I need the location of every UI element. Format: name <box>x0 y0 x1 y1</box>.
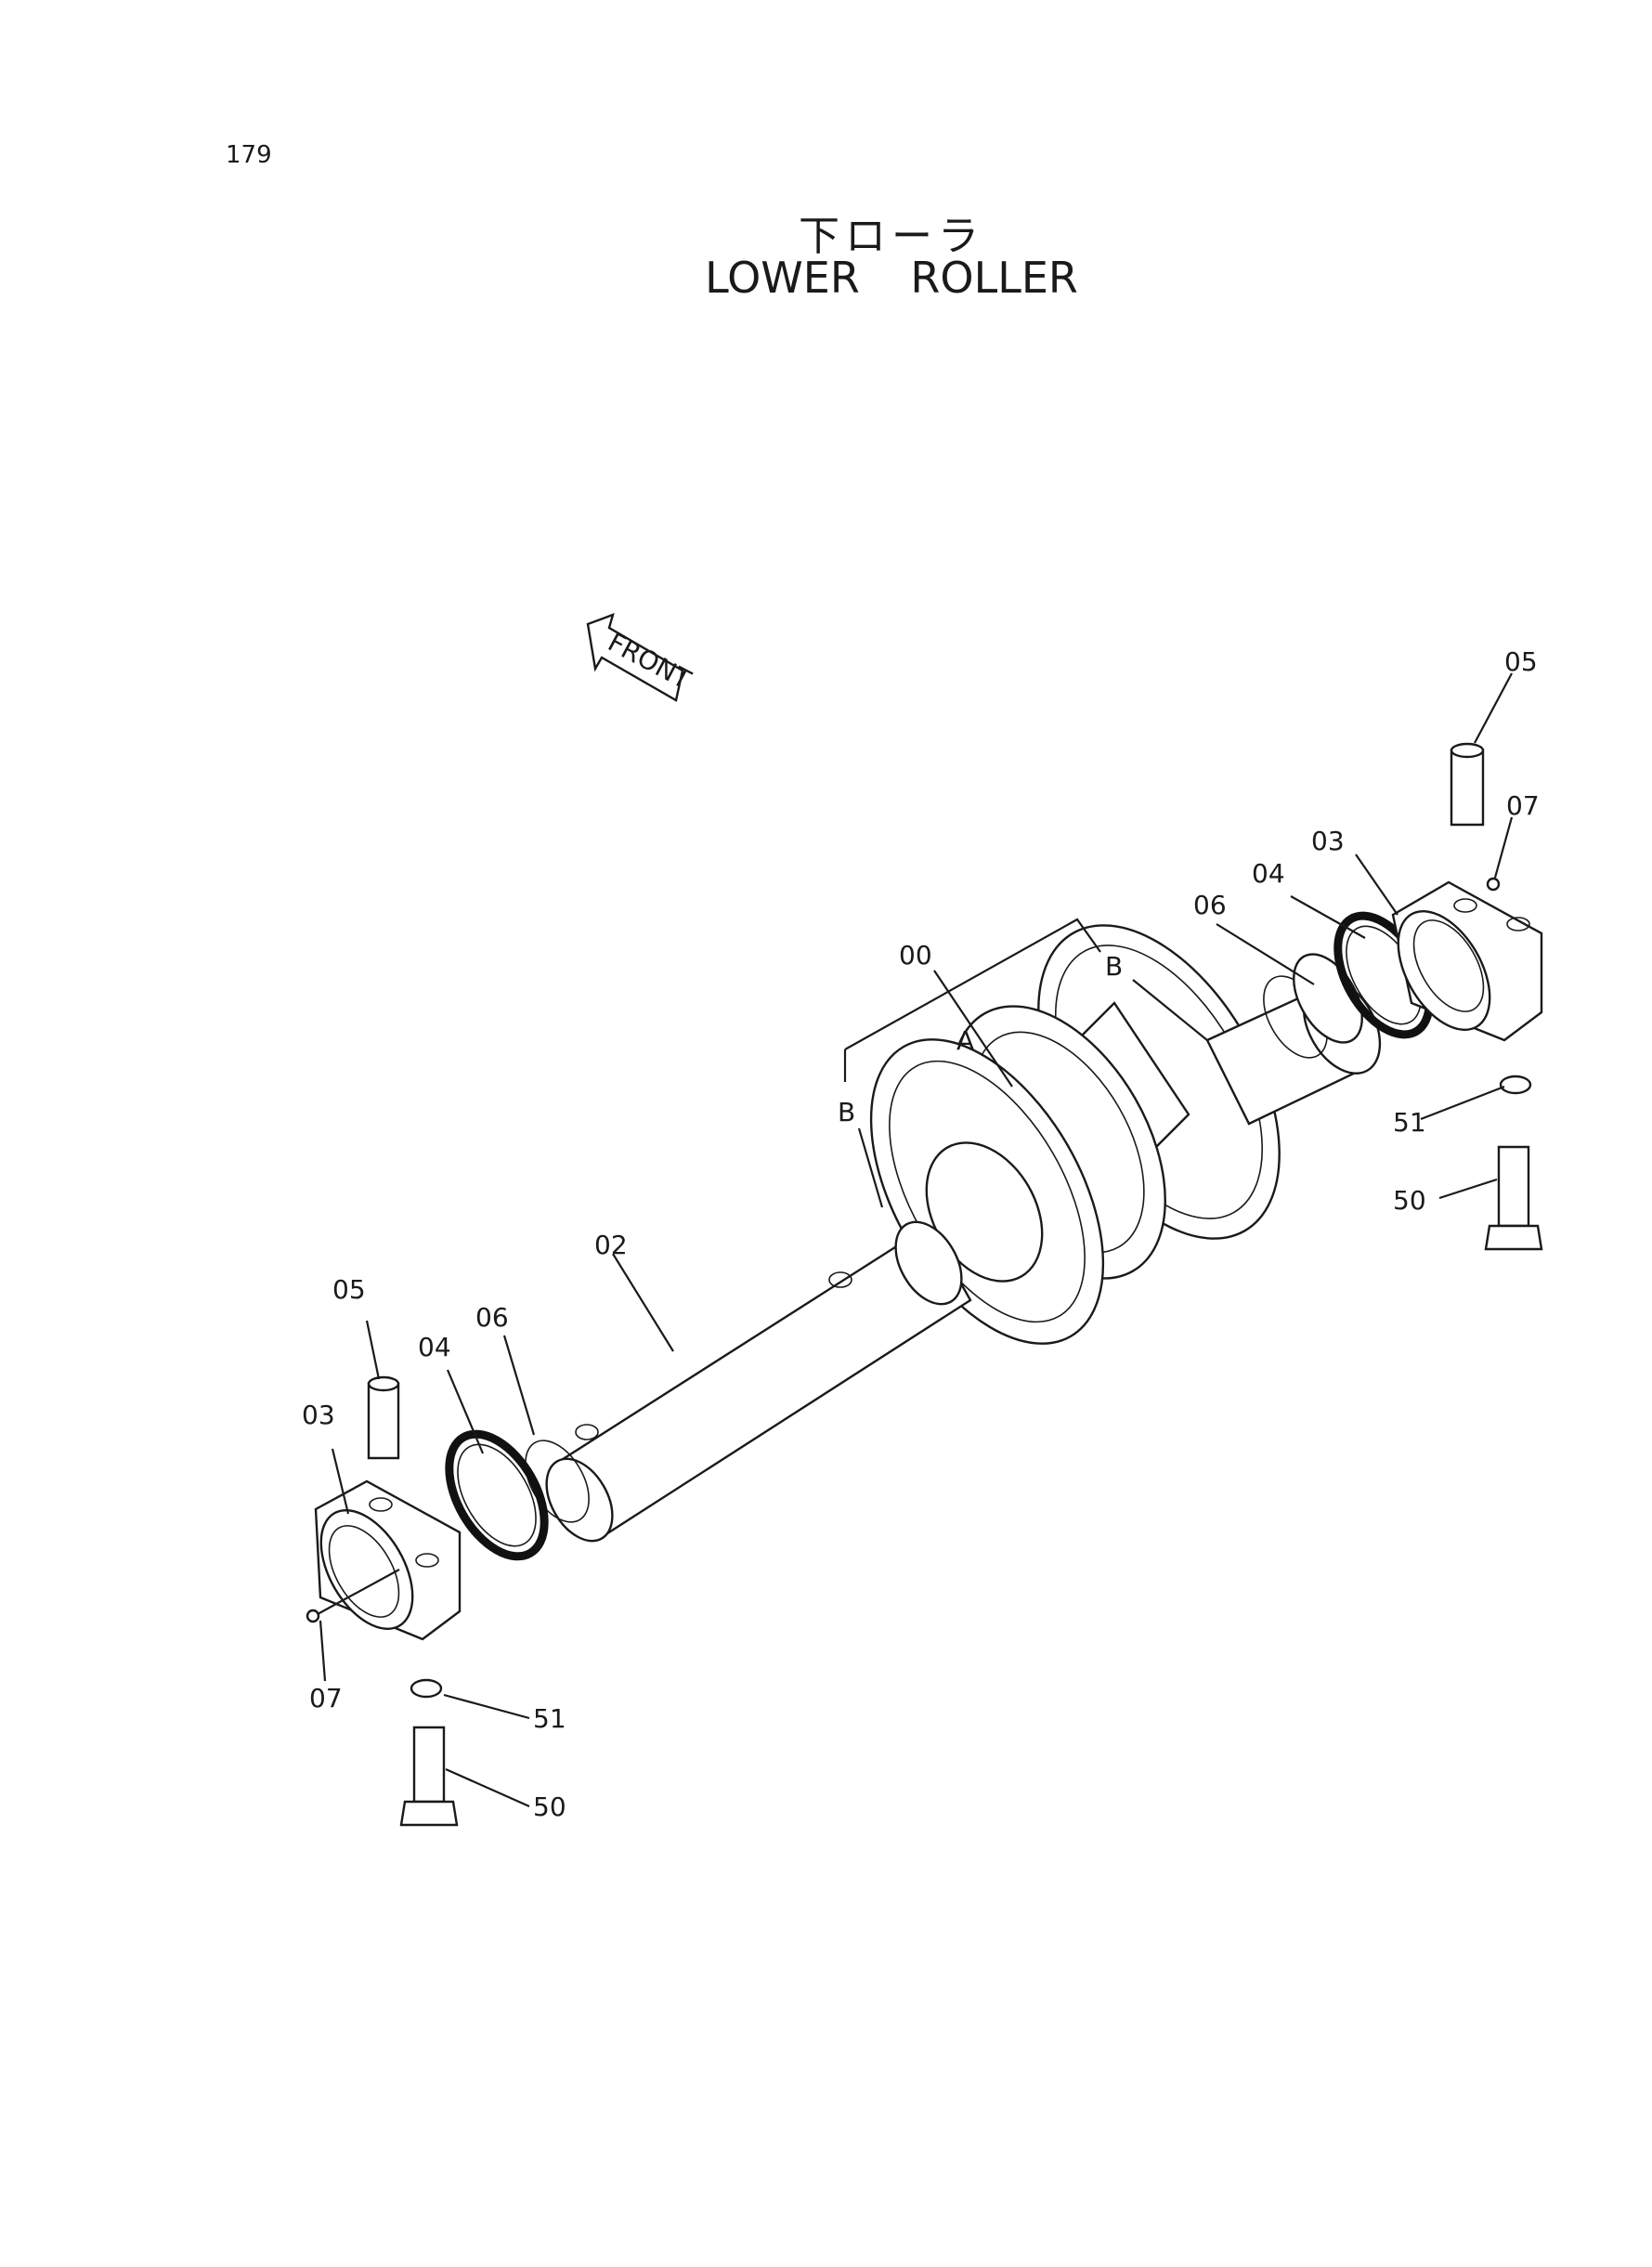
callout-center-b-left: B <box>838 1097 855 1127</box>
right-pin <box>1450 742 1485 827</box>
callout-labels: 05 07 03 04 06 00 B A B 51 50 02 05 06 0… <box>302 646 1540 1822</box>
title-english: LOWER ROLLER <box>705 253 1078 303</box>
callout-center-a: A <box>956 1025 974 1056</box>
shaft <box>545 1220 972 1543</box>
front-arrow-icon: FRONT <box>586 613 696 702</box>
callout-left-05: 05 <box>332 1274 366 1305</box>
callout-left-51: 51 <box>533 1703 566 1734</box>
left-bracket <box>314 1479 462 1641</box>
callout-right-06: 06 <box>1193 890 1227 920</box>
leader-lines <box>317 672 1514 1808</box>
callout-right-07: 07 <box>1506 790 1540 821</box>
callout-right-51: 51 <box>1393 1107 1426 1138</box>
page-number: 179 <box>226 141 272 169</box>
right-bracket <box>1391 880 1543 1042</box>
roller-body <box>869 924 1382 1345</box>
left-washer <box>410 1678 443 1699</box>
callout-left-03: 03 <box>302 1400 335 1430</box>
callout-left-50: 50 <box>533 1791 566 1822</box>
right-screw-icon <box>1486 877 1501 892</box>
title-japanese: 下ローラ <box>799 213 984 260</box>
callout-right-50: 50 <box>1393 1185 1426 1216</box>
callout-left-06: 06 <box>475 1302 509 1333</box>
callout-left-04: 04 <box>418 1332 451 1362</box>
callout-center-00: 00 <box>899 940 932 971</box>
right-bolt <box>1484 1145 1543 1251</box>
callout-center-b-top: B <box>1105 951 1123 982</box>
callout-right-04: 04 <box>1252 858 1285 889</box>
left-bolt <box>399 1726 459 1827</box>
left-seal-assembly <box>445 1429 590 1561</box>
callout-center-02: 02 <box>594 1230 628 1260</box>
left-screw-icon <box>306 1609 320 1623</box>
callout-left-07: 07 <box>309 1683 343 1713</box>
callout-right-05: 05 <box>1504 646 1538 677</box>
left-pin <box>367 1375 400 1460</box>
right-washer <box>1499 1075 1532 1095</box>
callout-right-03: 03 <box>1311 826 1345 856</box>
